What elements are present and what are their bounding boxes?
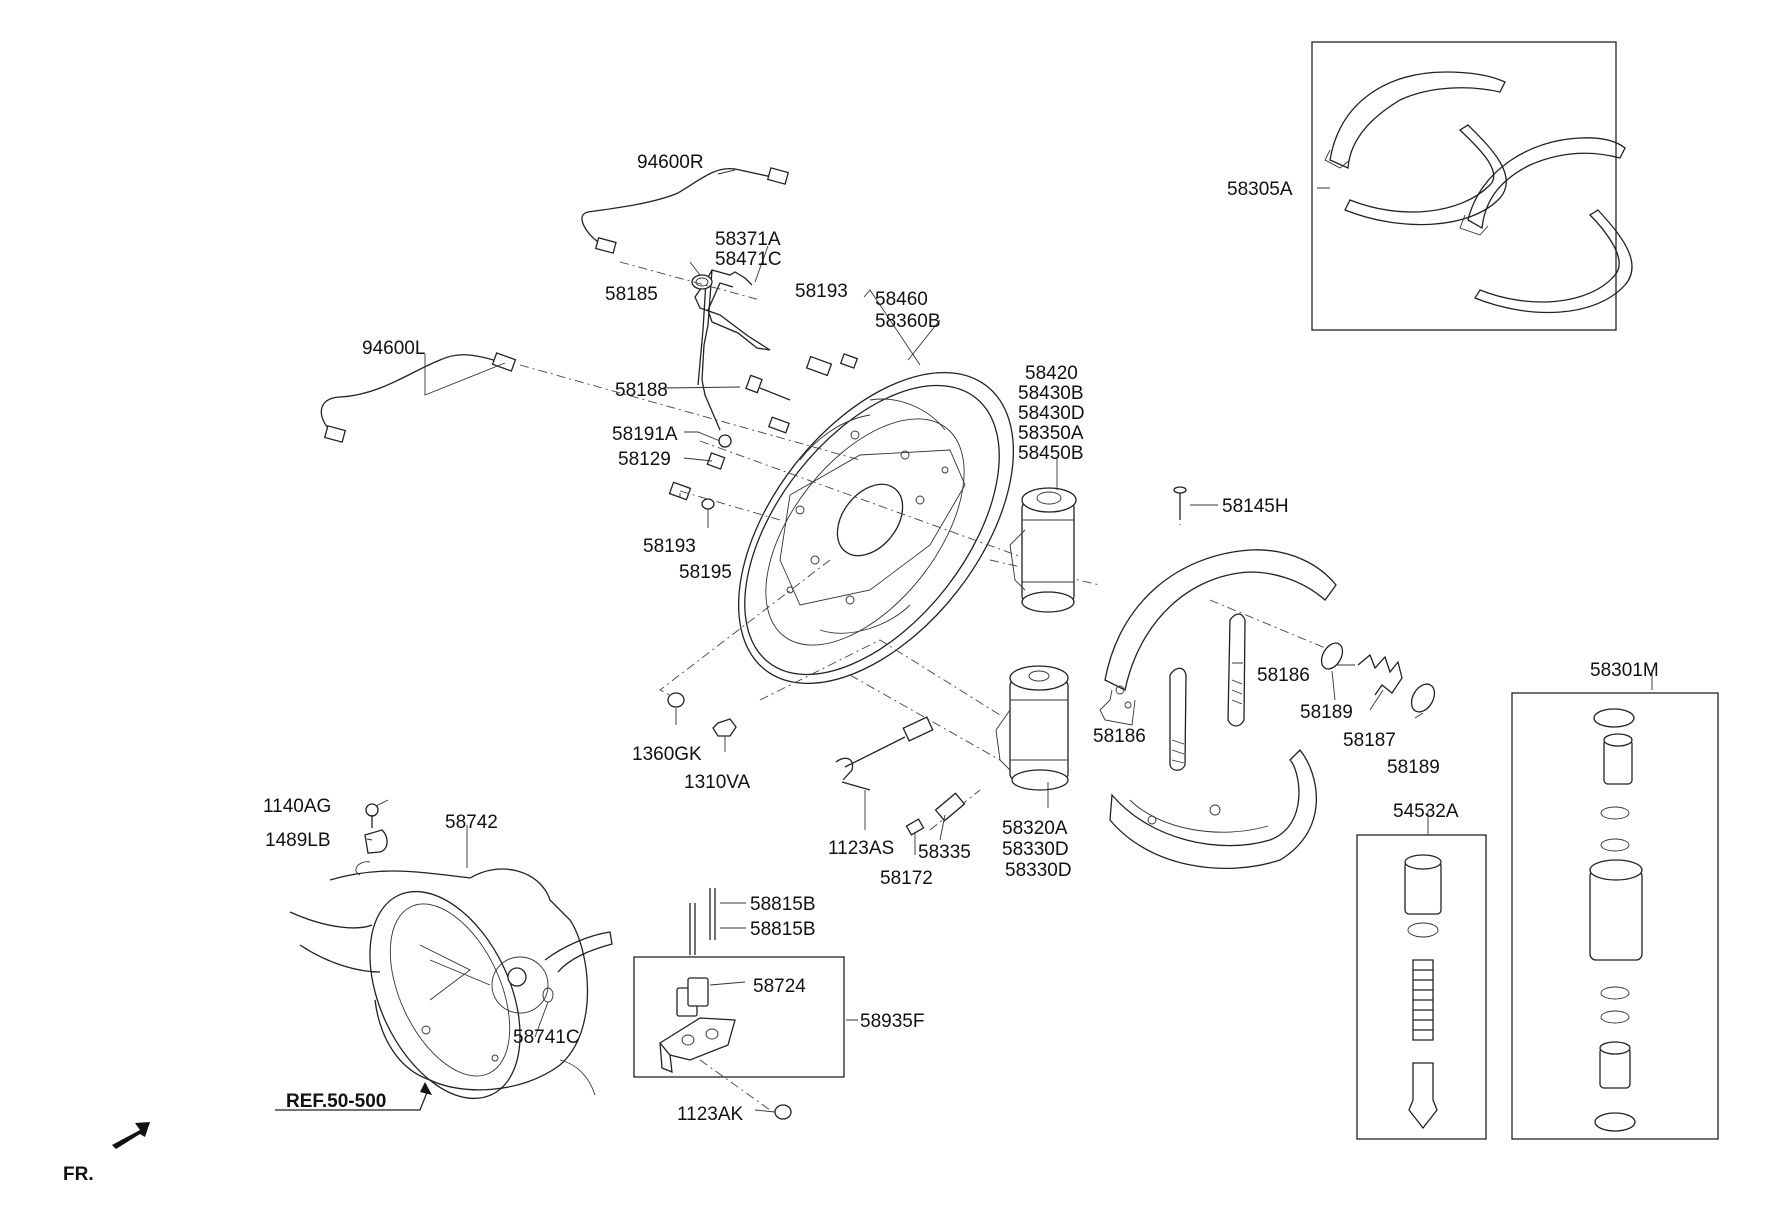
label-ref: REF.50-500 — [286, 1091, 386, 1112]
label-58724: 58724 — [753, 976, 806, 997]
label-58430D: 58430D — [1018, 403, 1085, 424]
bolt-1140AG[interactable] — [365, 803, 379, 828]
washer-58189-a[interactable] — [1317, 639, 1347, 672]
fitting-58335[interactable] — [934, 792, 966, 822]
label-58460: 58460 — [875, 289, 928, 310]
label-58430B: 58430B — [1018, 383, 1084, 404]
bolt-58815B-a[interactable] — [689, 903, 696, 955]
return-spring-58186-upper[interactable] — [1227, 613, 1246, 727]
pin-58145H[interactable] — [1173, 486, 1187, 520]
label-58815B-2: 58815B — [750, 919, 816, 940]
nut-1360GK[interactable] — [667, 692, 685, 708]
spacer-58724[interactable] — [676, 977, 709, 1017]
label-58185: 58185 — [605, 284, 658, 305]
label-58187: 58187 — [1343, 730, 1396, 751]
shoe-kit-illustration — [1324, 71, 1633, 314]
label-58195: 58195 — [679, 562, 732, 583]
bleeder-58193-top[interactable] — [805, 353, 859, 377]
label-58815B-1: 58815B — [750, 894, 816, 915]
bracket-58935F-part[interactable] — [659, 1017, 736, 1074]
fitting-58129[interactable] — [706, 452, 726, 470]
front-arrow-icon — [112, 1122, 150, 1149]
brake-shoe-lower[interactable] — [1109, 749, 1318, 869]
wheel-cylinder-lower[interactable] — [995, 665, 1069, 791]
brake-pipe[interactable] — [694, 269, 771, 431]
shoe-kit-box — [1311, 41, 1617, 331]
label-58189-b: 58189 — [1387, 757, 1440, 778]
label-58193-bottom: 58193 — [643, 536, 696, 557]
label-58741C: 58741C — [513, 1027, 580, 1048]
nut-1310VA[interactable] — [712, 718, 737, 737]
abs-sensor[interactable] — [835, 716, 934, 791]
adjuster-kit-illustration — [1404, 854, 1442, 1130]
label-58742: 58742 — [445, 812, 498, 833]
label-58471C: 58471C — [715, 249, 782, 270]
brake-shoe-upper[interactable] — [1099, 549, 1337, 726]
label-58935F: 58935F — [860, 1011, 924, 1032]
return-spring-58186-lower[interactable] — [1169, 667, 1187, 771]
label-58420: 58420 — [1025, 363, 1078, 384]
label-58186-left: 58186 — [1093, 726, 1146, 747]
label-58320A: 58320A — [1002, 818, 1068, 839]
bracket-58741C[interactable] — [542, 987, 554, 1003]
label-front: FR. — [63, 1164, 94, 1185]
sensor-cable-right[interactable] — [581, 167, 790, 254]
label-94600R: 94600R — [637, 152, 704, 173]
label-58193-top: 58193 — [795, 281, 848, 302]
bracket-kit-box — [633, 956, 845, 1078]
label-1360GK: 1360GK — [632, 744, 702, 765]
label-94600L: 94600L — [362, 338, 425, 359]
sensor-cable-left[interactable] — [320, 352, 517, 443]
bleeder-58172[interactable] — [905, 818, 925, 836]
label-58305A: 58305A — [1227, 179, 1293, 200]
label-58186-right: 58186 — [1257, 665, 1310, 686]
label-58450B: 58450B — [1018, 443, 1084, 464]
label-1310VA: 1310VA — [684, 772, 751, 793]
bolt-1123AK[interactable] — [774, 1104, 792, 1120]
axle-housing[interactable] — [289, 861, 613, 1122]
adjuster-kit-box — [1356, 834, 1487, 1140]
bolt-58815B-b[interactable] — [709, 888, 716, 940]
label-1123AS: 1123AS — [828, 838, 894, 859]
label-54532A: 54532A — [1393, 801, 1459, 822]
label-1489LB: 1489LB — [265, 830, 331, 851]
label-58129: 58129 — [618, 449, 671, 470]
spring-58187[interactable] — [1357, 653, 1403, 696]
ref-arrow-icon — [275, 1089, 429, 1111]
washer-58189-b[interactable] — [1407, 680, 1439, 716]
label-58335: 58335 — [918, 842, 971, 863]
bolt-58188[interactable] — [745, 374, 791, 401]
label-58189-a: 58189 — [1300, 702, 1353, 723]
clip-58191A[interactable] — [718, 416, 791, 448]
label-58371A: 58371A — [715, 229, 781, 250]
label-58350A: 58350A — [1018, 423, 1084, 444]
cylinder-kit-illustration — [1589, 708, 1643, 1132]
label-58301M: 58301M — [1590, 660, 1659, 681]
label-58191A: 58191A — [612, 424, 678, 445]
label-58330D-2: 58330D — [1005, 860, 1072, 881]
wheel-cylinder-kit-box — [1511, 692, 1719, 1140]
label-58360B: 58360B — [875, 311, 941, 332]
label-58172: 58172 — [880, 868, 933, 889]
label-58330D-1: 58330D — [1002, 839, 1069, 860]
wheel-cylinder-upper[interactable] — [1009, 487, 1077, 613]
clip-1489LB[interactable] — [364, 829, 388, 854]
backing-plate[interactable] — [684, 323, 1068, 734]
label-58145H: 58145H — [1222, 496, 1289, 517]
label-1140AG: 1140AG — [263, 796, 331, 817]
label-58188: 58188 — [615, 380, 668, 401]
label-1123AK: 1123AK — [677, 1104, 744, 1125]
